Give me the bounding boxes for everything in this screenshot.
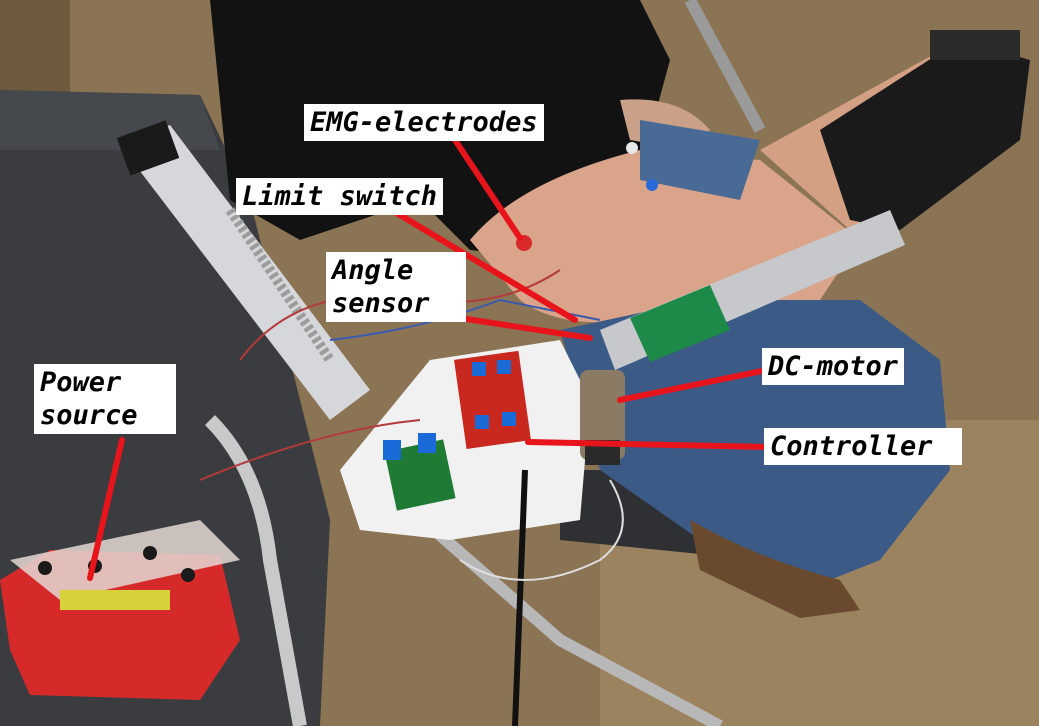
cuff-strap <box>930 30 1020 60</box>
wire-red-2 <box>199 419 421 481</box>
person-shoe <box>690 520 860 618</box>
pointer-limit-switch <box>392 209 578 323</box>
chair-frame-left <box>204 415 307 726</box>
forearm-cuff <box>820 40 1030 230</box>
proto-connector-2 <box>418 433 436 453</box>
emg-electrode-3 <box>626 142 638 154</box>
battery-icon <box>0 520 240 700</box>
pointer-angle-sensor <box>457 315 593 341</box>
pointer-power-source <box>87 437 125 581</box>
battery-terminal-1 <box>38 561 52 575</box>
battery-label <box>60 590 170 610</box>
proto-connector-1 <box>383 440 401 460</box>
label-power-source: Power source <box>34 364 176 434</box>
label-dc-motor: DC-motor <box>762 348 905 385</box>
aluminium-profile <box>120 125 370 420</box>
black-cable <box>512 469 528 726</box>
wire-white <box>459 479 624 581</box>
label-angle-sensor: Angle sensor <box>326 252 466 322</box>
pointer-lines <box>87 137 771 581</box>
emg-electrode-2 <box>646 179 658 191</box>
battery-terminal-3 <box>143 546 157 560</box>
profile-end-cap <box>116 120 180 176</box>
pointer-emg <box>452 137 523 241</box>
green-tape <box>630 285 730 362</box>
board-connector-1 <box>472 362 486 376</box>
spring <box>225 207 335 363</box>
wire-blue <box>329 298 601 341</box>
prototype-board <box>384 439 456 511</box>
chair-frame-top <box>684 0 766 133</box>
label-emg-electrodes: EMG-electrodes <box>304 104 544 141</box>
board-connector-4 <box>502 412 516 426</box>
board-connector-2 <box>497 360 511 374</box>
left-chair-back-edge <box>0 90 220 150</box>
battery-top <box>10 520 240 600</box>
pointer-dc-motor <box>617 367 770 403</box>
dc-motor <box>580 370 625 460</box>
board-connector-3 <box>475 415 489 429</box>
controller-board <box>454 350 531 450</box>
battery-terminal-4 <box>181 568 195 582</box>
label-limit-switch: Limit switch <box>236 178 444 215</box>
label-controller: Controller <box>764 428 962 465</box>
chair-frame-bottom <box>396 495 723 726</box>
person-jeans-top <box>640 120 760 200</box>
pointer-controller <box>525 439 771 450</box>
